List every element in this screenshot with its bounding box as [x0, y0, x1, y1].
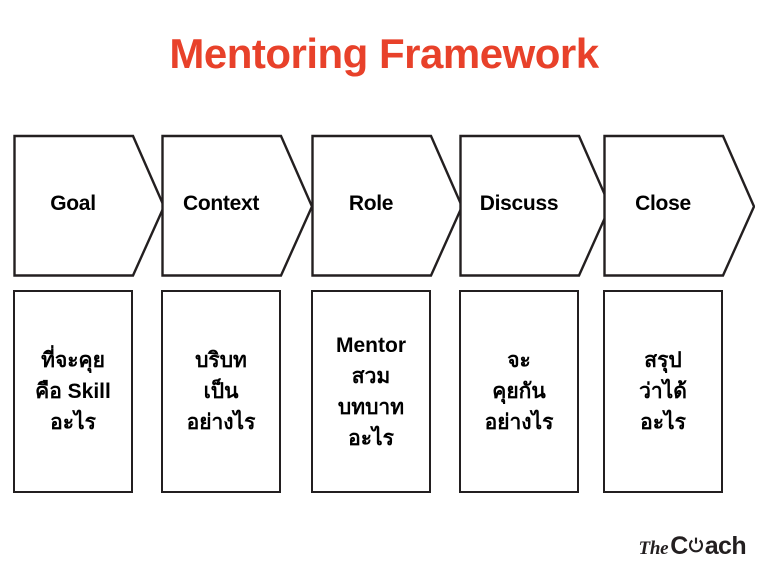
chevron-shape-icon — [161, 134, 313, 277]
stage-label-discuss: Discuss — [479, 191, 559, 215]
page-title: Mentoring Framework — [169, 30, 599, 77]
stage-chevron-context[interactable]: Context — [161, 130, 313, 277]
stage-chevron-role[interactable]: Role — [311, 130, 463, 277]
detail-line: บริบท — [195, 349, 247, 372]
stage-chevron-discuss[interactable]: Discuss — [459, 130, 611, 277]
detail-line: อะไร — [640, 411, 686, 434]
detail-box-role[interactable]: Mentor สวม บทบาท อะไร — [311, 290, 431, 493]
logo-letter-c: C — [670, 532, 688, 560]
stage-label-close: Close — [635, 191, 691, 215]
detail-line: ว่าได้ — [639, 380, 687, 403]
detail-box-context[interactable]: บริบท เป็น อย่างไร — [161, 290, 281, 493]
logo-coach-text: C ach — [670, 532, 746, 561]
detail-line: Mentor — [336, 333, 406, 357]
detail-box-close[interactable]: สรุป ว่าได้ อะไร — [603, 290, 723, 493]
chevron-shape-icon — [603, 134, 755, 277]
chevron-shape-icon — [311, 134, 463, 277]
detail-line: สวม — [351, 364, 391, 388]
stage-label-goal: Goal — [50, 191, 96, 215]
detail-line: อย่างไร — [186, 411, 256, 434]
logo-letters-ach: ach — [704, 532, 747, 560]
brand-logo: The C ach — [638, 532, 747, 561]
chevron-shape-icon — [13, 134, 165, 277]
detail-line: จะ — [507, 349, 531, 372]
detail-line: บทบาท — [337, 395, 405, 419]
detail-line: ที่จะคุย — [41, 349, 105, 372]
detail-box-goal[interactable]: ที่จะคุย คือ Skill อะไร — [13, 290, 133, 493]
detail-line: อะไร — [50, 411, 96, 434]
logo-the-text: The — [638, 538, 669, 559]
detail-line: สรุป — [644, 349, 682, 372]
stage-chevron-close[interactable]: Close — [603, 130, 755, 277]
detail-line: เป็น — [203, 380, 239, 403]
detail-box-discuss[interactable]: จะ คุยกัน อย่างไร — [459, 290, 579, 493]
stage-label-context: Context — [182, 191, 260, 215]
stage-chevron-row: Goal Context Role Discuss Close — [0, 130, 768, 285]
detail-line: คือ Skill — [35, 380, 111, 403]
stage-label-role: Role — [348, 191, 394, 215]
detail-line: คุยกัน — [492, 380, 546, 403]
power-symbol-icon — [688, 537, 704, 553]
stage-chevron-goal[interactable]: Goal — [13, 130, 165, 277]
detail-line: อย่างไร — [484, 411, 554, 434]
chevron-shape-icon — [459, 134, 611, 277]
stage-detail-row: ที่จะคุย คือ Skill อะไร บริบท เป็น อย่าง… — [0, 290, 768, 495]
detail-line: อะไร — [348, 426, 394, 450]
